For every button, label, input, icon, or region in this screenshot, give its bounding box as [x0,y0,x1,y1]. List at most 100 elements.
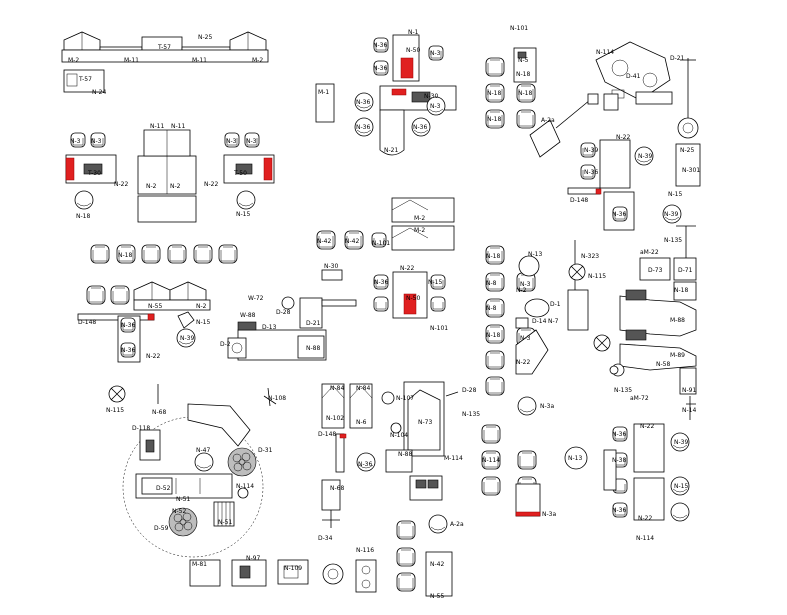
label-n51b: N-51 [218,519,232,526]
label-n52: N-52 [172,508,186,515]
label-m88: M-88 [670,317,685,324]
label-d14: D-14 [532,318,547,325]
label-a2a: A-2a [541,117,555,124]
label-n84a: N-84 [330,385,344,392]
label-n55: N-55 [148,303,162,310]
label-a2b: A-2a [450,521,464,528]
label-n36l: N-36 [612,431,626,438]
label-n36c: N-36 [356,99,370,106]
label-n15c: N-15 [196,319,210,326]
right-desk-group-top: N-22 N-39 N-36 N-25 N-301 N-39 D-148 N-1… [567,134,701,231]
label-n135c: N-135 [614,387,632,394]
label-n104: N-104 [390,432,408,439]
center-bottom-group: N-84 N-84 N-102 N-6 D-148 N-36 N-104 N-1… [318,381,480,501]
label-d52: D-52 [156,485,171,492]
label-n11b: N-11 [171,123,185,130]
label-m2b: M-2 [252,57,263,64]
label-n22h: N-22 [638,515,652,522]
label-d34: D-34 [318,535,333,542]
label-t57b: T-57 [78,76,92,83]
label-n36b: N-36 [373,65,387,72]
label-n11a: N-11 [150,123,164,130]
label-n91: N-91 [682,387,696,394]
label-m2d: M-2 [414,227,425,234]
label-n38: N-38 [612,457,626,464]
top-left-counter: N-25 T-57 M-11 M-11 M-2 M-2 T-57 N-24 [61,31,269,96]
label-n101a: N-101 [510,25,528,32]
label-w88: W-88 [240,312,256,319]
label-n73: N-73 [418,419,432,426]
label-n51a: N-51 [176,496,190,503]
label-n22a: N-22 [114,181,128,188]
label-n3d: N-3 [91,138,102,145]
label-d148a: D-148 [570,197,588,204]
label-d31: D-31 [258,447,273,454]
label-n36i: N-36 [121,347,135,354]
label-n15b: N-15 [668,191,682,198]
label-n8: N-8 [486,280,497,287]
label-n22f: N-22 [400,265,414,272]
label-n114d: N-114 [636,535,654,542]
label-n25: N-25 [198,34,212,41]
reception-n11-group: N-11 N-11 N-3 N-3 N-3 N-3 T-30 T-50 N-22… [65,123,275,223]
label-n55b: N-55 [430,593,444,600]
lounge-n18-group: N-101 N-5 N-18 N-18 N-18 N-18 A-2a [485,25,591,158]
label-d118: D-118 [132,425,150,432]
label-n3c: N-3 [70,138,81,145]
label-n39b: N-39 [638,153,652,160]
label-n39e: N-39 [674,439,688,446]
label-n47: N-47 [196,447,210,454]
label-n22d: N-22 [516,359,530,366]
label-n114c: N-114 [482,457,500,464]
label-d28a: D-28 [276,309,291,316]
label-n135b: N-135 [462,411,480,418]
circular-lounge-area: N-115 N-68 N-108 D-118 N-47 D-31 D-52 N-… [106,384,286,558]
label-n7: N-7 [548,318,559,325]
label-n102: N-102 [326,415,344,422]
label-n18-row: N-18 [118,252,132,259]
label-n18e: N-18 [76,213,90,220]
label-d2: D-2 [220,341,231,348]
top-middle-desk-cluster: N-36 N-36 N-50 N-3 N-1 M-1 N-36 N-36 N-3… [315,29,457,156]
label-n36g: N-36 [612,211,626,218]
label-n3a3: N-3a [542,511,556,518]
center-desk-cluster: N-30 N-22 N-36 N-50 N-15 N-101 [321,263,448,332]
label-n88b: N-88 [398,451,412,458]
label-n5a: N-5 [518,57,529,64]
label-n68b: N-68 [330,485,344,492]
label-n22b: N-22 [204,181,218,188]
label-m89: M-89 [670,352,685,359]
label-n109: N-109 [284,565,302,572]
label-n15d: N-15 [428,279,442,286]
label-n115b: N-115 [106,407,124,414]
label-d59: D-59 [154,525,169,532]
label-n36a: N-36 [373,42,387,49]
label-n3a: N-3 [430,50,441,57]
label-n50a: N-50 [406,47,420,54]
label-n84b: N-84 [356,385,370,392]
label-m11a: M-11 [124,57,139,64]
bottom-right-desk-group: N-135 aM-72 N-14 N-36 N-38 N-39 N-22 N-1… [603,365,696,542]
label-n18f: N-18 [486,253,500,260]
label-n114b: N-114 [236,483,254,490]
label-n36f: N-36 [584,169,598,176]
label-t50: T-50 [233,170,247,177]
label-d148c: D-148 [318,431,336,438]
label-n21a: N-21 [384,147,398,154]
label-t57a: T-57 [157,44,171,51]
label-n323: N-323 [581,253,599,260]
label-n8b: N-8 [486,305,497,312]
label-m72: aM-72 [630,395,649,402]
label-n1a: N-1 [408,29,419,36]
label-n13b: N-13 [568,455,582,462]
label-n18d: N-18 [487,116,501,123]
label-n36d: N-36 [356,124,370,131]
bottom-equipment-row: D-34 N-68 N-116 M-81 N-109 N-97 A-2a N-4… [189,479,464,600]
label-d13: D-13 [262,324,277,331]
label-m2c: M-2 [414,215,425,222]
label-m22a: aM-22 [640,249,659,256]
label-n101c: N-101 [430,325,448,332]
label-n3h: N-3 [520,335,531,342]
label-d1: D-1 [550,301,561,308]
